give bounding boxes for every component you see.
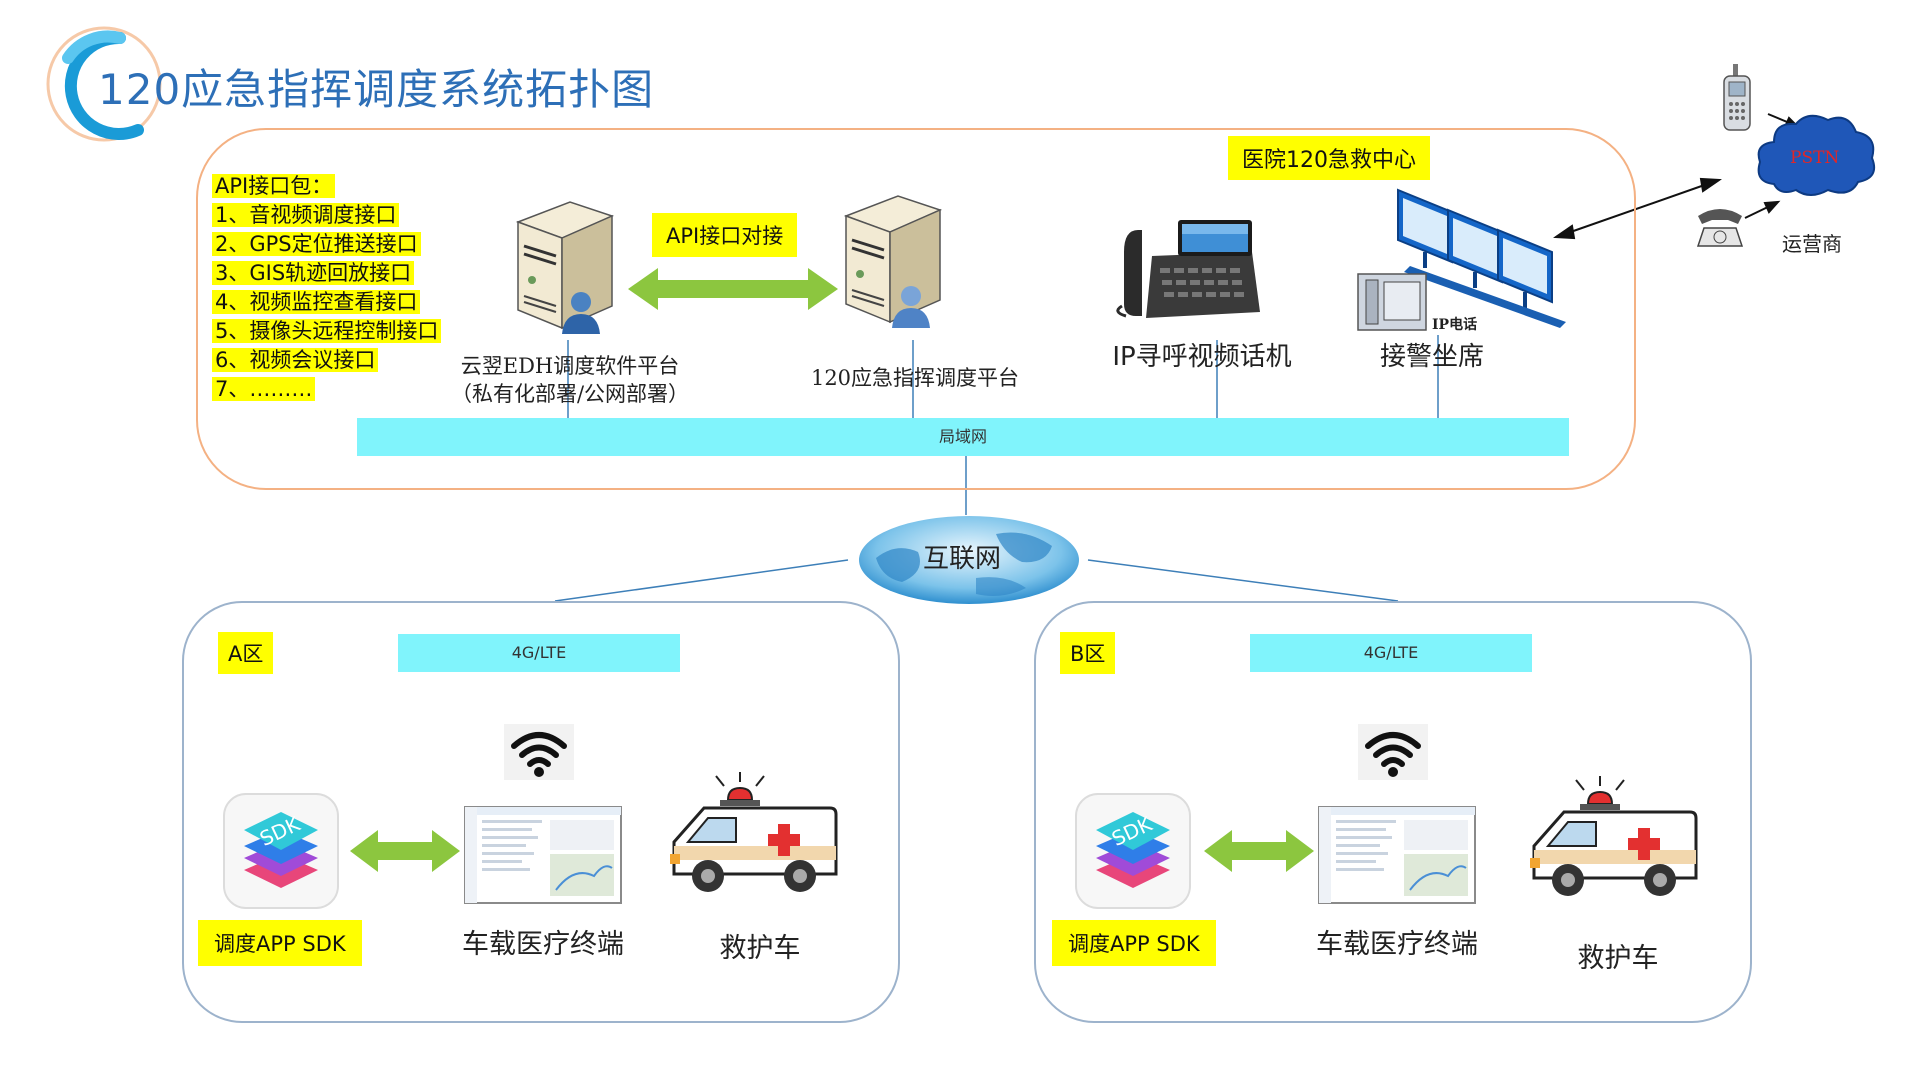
api-list-item: 1、音视频调度接口 [212, 203, 400, 227]
api-list: API接口包： 1、音视频调度接口 2、GPS定位推送接口 3、GIS轨迹回放接… [212, 172, 442, 404]
pstn-cloud-icon [1757, 114, 1876, 196]
lan-bar: 局域网 [357, 418, 1569, 456]
zone-a-ambulance-label: 救护车 [719, 933, 801, 964]
server-icon [515, 201, 615, 330]
api-link-label: API接口对接 [652, 213, 798, 257]
wifi-icon [1358, 724, 1428, 780]
ambulance-icon [1530, 776, 1698, 896]
zone-b-ambulance-label: 救护车 [1577, 943, 1659, 974]
sdk-terminal-arrow [350, 830, 460, 872]
pstn-label: PSTN [1790, 148, 1840, 168]
ambulance-icon [670, 772, 838, 892]
video-phone-icon [1116, 220, 1260, 318]
internet-label: 互联网 [923, 544, 1002, 574]
api-list-item: 5、摄像头远程控制接口 [212, 319, 442, 343]
server-a-label-line1: 云翌EDH调度软件平台 [460, 354, 680, 378]
api-list-item: 6、视频会议接口 [212, 348, 379, 372]
hospital-label: 医院120急救中心 [1228, 136, 1430, 180]
title-logo [46, 26, 162, 142]
api-link-arrow [628, 268, 838, 310]
api-list-item: 4、视频监控查看接口 [212, 290, 421, 314]
zone-b-sdk-label: 调度APP SDK [1052, 920, 1216, 966]
zone-a-sdk-label: 调度APP SDK [198, 920, 362, 966]
server-a-label-line2: （私有化部署/公网部署） [450, 382, 690, 406]
server-b-label: 120应急指挥调度平台 [810, 366, 1020, 390]
console-monitors-icon [1397, 188, 1566, 328]
sdk-icon: SDK [1075, 793, 1191, 909]
console-label: 接警坐席 [1379, 342, 1484, 372]
zone-a-network-bar: 4G/LTE [398, 634, 680, 672]
zone-a-terminal-label: 车载医疗终端 [462, 929, 624, 960]
mobile-phone-icon [1723, 64, 1751, 131]
desk-phone-icon [1696, 209, 1744, 247]
zone-a [182, 601, 900, 1023]
hospital-zone [196, 128, 1636, 490]
user-icon [892, 286, 930, 328]
vehicle-terminal-icon [1318, 806, 1476, 904]
page-title: 120应急指挥调度系统拓扑图 [98, 65, 655, 114]
zone-b-label: B区 [1060, 632, 1116, 674]
api-list-item: 2、GPS定位推送接口 [212, 232, 421, 256]
ip-phone-label: IP电话 [1432, 317, 1478, 333]
carrier-label: 运营商 [1782, 232, 1842, 256]
video-phone-label: IP寻呼视频话机 [1112, 342, 1292, 372]
zone-b-network-bar: 4G/LTE [1250, 634, 1532, 672]
sdk-icon: SDK [223, 793, 339, 909]
wifi-icon [504, 724, 574, 780]
zone-b [1034, 601, 1752, 1023]
vehicle-terminal-icon [464, 806, 622, 904]
zone-a-label: A区 [218, 632, 274, 674]
user-icon [562, 292, 600, 334]
api-list-item: 3、GIS轨迹回放接口 [212, 261, 415, 285]
api-list-item: 7、……… [212, 377, 316, 401]
zone-b-terminal-label: 车载医疗终端 [1316, 929, 1478, 960]
ip-phone-icon [1357, 273, 1427, 331]
internet-globe-icon [859, 516, 1079, 604]
sdk-terminal-arrow [1204, 830, 1314, 872]
api-list-heading: API接口包： [212, 174, 336, 198]
